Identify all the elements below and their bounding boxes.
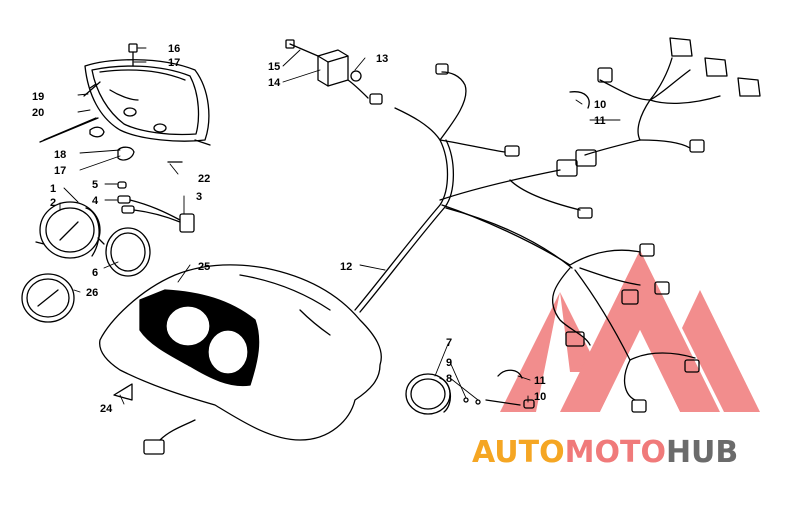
callout-5: 5 [92, 179, 98, 191]
callout-9: 9 [446, 357, 452, 369]
callout-11-bottom: 11 [534, 375, 546, 387]
main-wiring-harness [354, 63, 700, 413]
watermark-text: AUTOMOTOHUB [472, 435, 738, 470]
callout-3: 3 [196, 191, 202, 203]
callout-2: 2 [50, 197, 56, 209]
gauge-ring [105, 227, 151, 277]
callout-8: 8 [446, 373, 452, 385]
callout-19: 17 [54, 165, 66, 177]
callout-10: 10 [534, 391, 546, 403]
callout-24: 24 [100, 403, 113, 415]
callout-1: 1 [50, 183, 56, 195]
callout-22: 20 [32, 107, 44, 119]
callout-12: 11 [594, 115, 606, 127]
callout-25: 25 [198, 261, 210, 273]
callout-21: 19 [32, 91, 44, 103]
callout-6: 6 [92, 267, 98, 279]
callout-13: 12 [340, 261, 352, 273]
callout-labels: 16 17 19 20 18 17 22 1 2 5 4 3 6 26 25 2… [32, 43, 606, 415]
callout-4: 4 [92, 195, 99, 207]
relay-module [285, 39, 369, 99]
speedometer-gauge [35, 201, 105, 259]
watermark-part-auto: AUTO [472, 435, 565, 470]
headlight-assembly [39, 43, 211, 163]
sub-wiring-harness [569, 37, 761, 167]
callout-leaders [59, 47, 621, 405]
callout-14: 13 [376, 53, 388, 65]
triangle-logo-icon [500, 250, 760, 412]
dash-panel [99, 264, 382, 455]
tachometer-gauge [21, 273, 75, 323]
callout-17: 16 [168, 43, 180, 55]
callout-16: 15 [268, 61, 280, 73]
watermark-part-hub: HUB [666, 435, 738, 470]
bulb-socket-harness [117, 181, 195, 233]
watermark-part-moto: MOTO [565, 435, 666, 470]
callout-23: 22 [198, 173, 210, 185]
callout-20: 18 [54, 149, 66, 161]
callout-15: 14 [268, 77, 281, 89]
callout-26: 26 [86, 287, 98, 299]
callout-18: 17 [168, 57, 180, 69]
callout-7: 7 [446, 337, 452, 349]
indicator-gauge [405, 369, 535, 415]
callout-11-top: 10 [594, 99, 606, 111]
